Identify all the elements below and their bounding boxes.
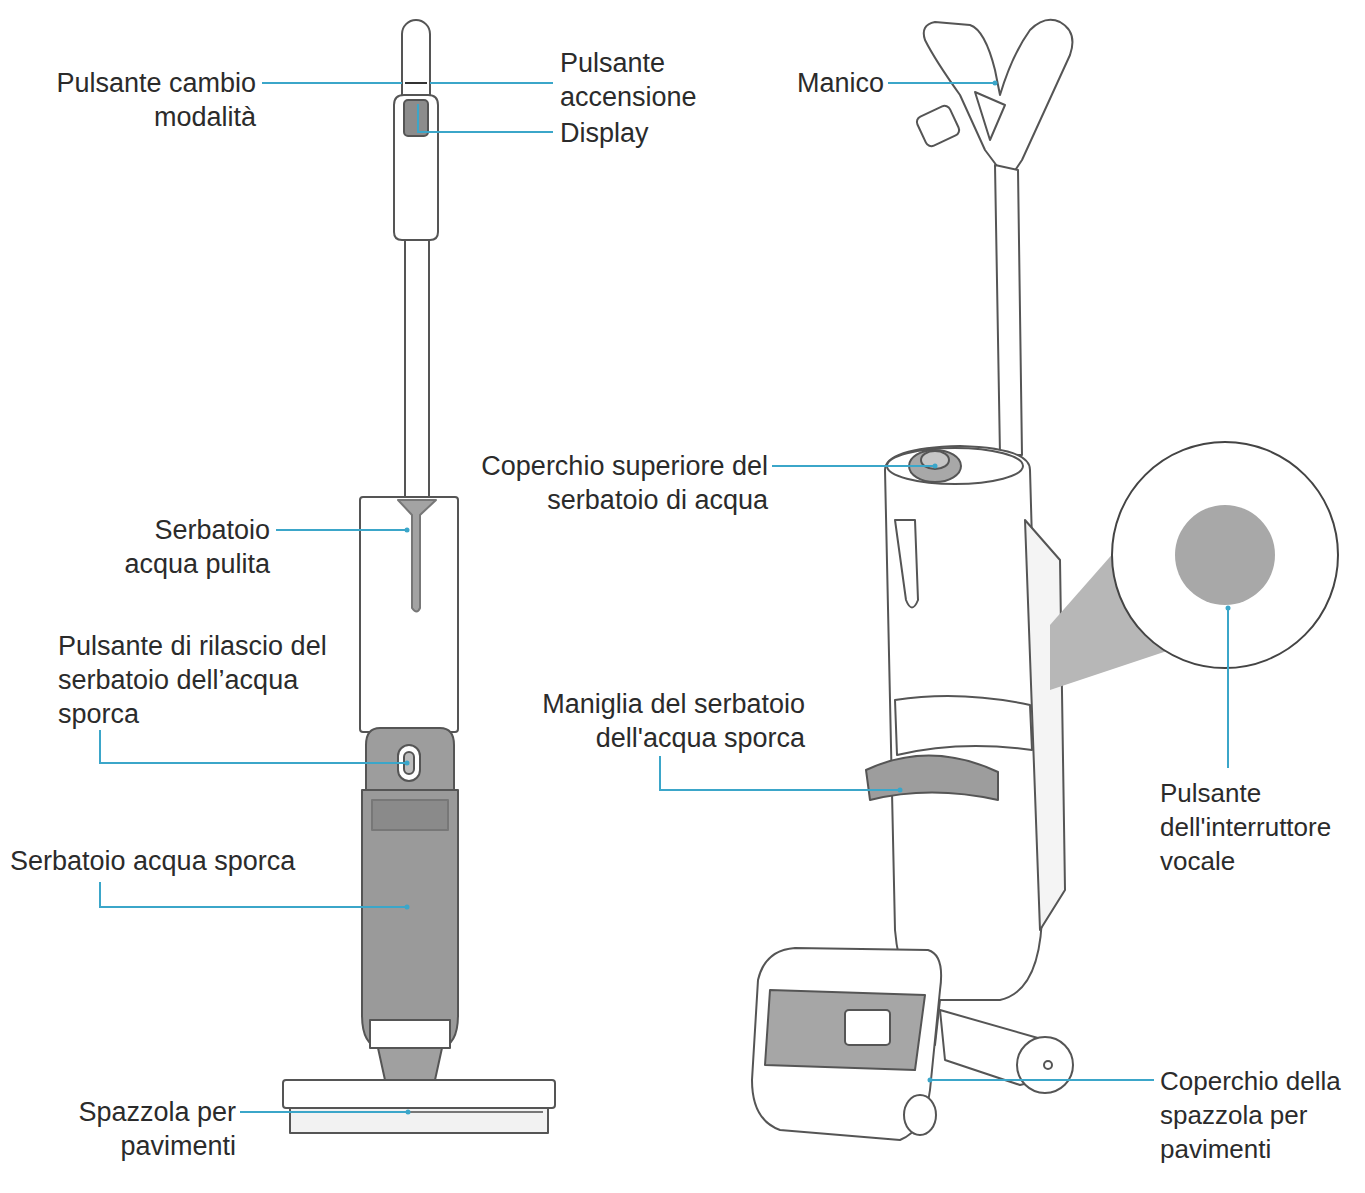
part-label: Maniglia del serbatoio dell'acqua sporca	[505, 687, 805, 755]
part-label: Serbatoio acqua pulita	[100, 513, 270, 581]
part-label: Pulsante di rilascio del serbatoio dell’…	[58, 629, 350, 731]
part-label: Serbatoio acqua sporca	[10, 844, 330, 878]
part-label: Spazzola per pavimenti	[40, 1095, 236, 1163]
part-label: Manico	[780, 66, 884, 100]
part-label: Coperchio della spazzola per pavimenti	[1160, 1064, 1360, 1166]
part-label: Pulsante accensione	[560, 46, 730, 114]
part-label: Display	[560, 116, 710, 150]
part-label: Coperchio superiore del serbatoio di acq…	[450, 449, 768, 517]
part-label: Pulsante cambio modalità	[30, 66, 256, 134]
part-label: Pulsante dell'interruttore vocale	[1160, 776, 1360, 878]
